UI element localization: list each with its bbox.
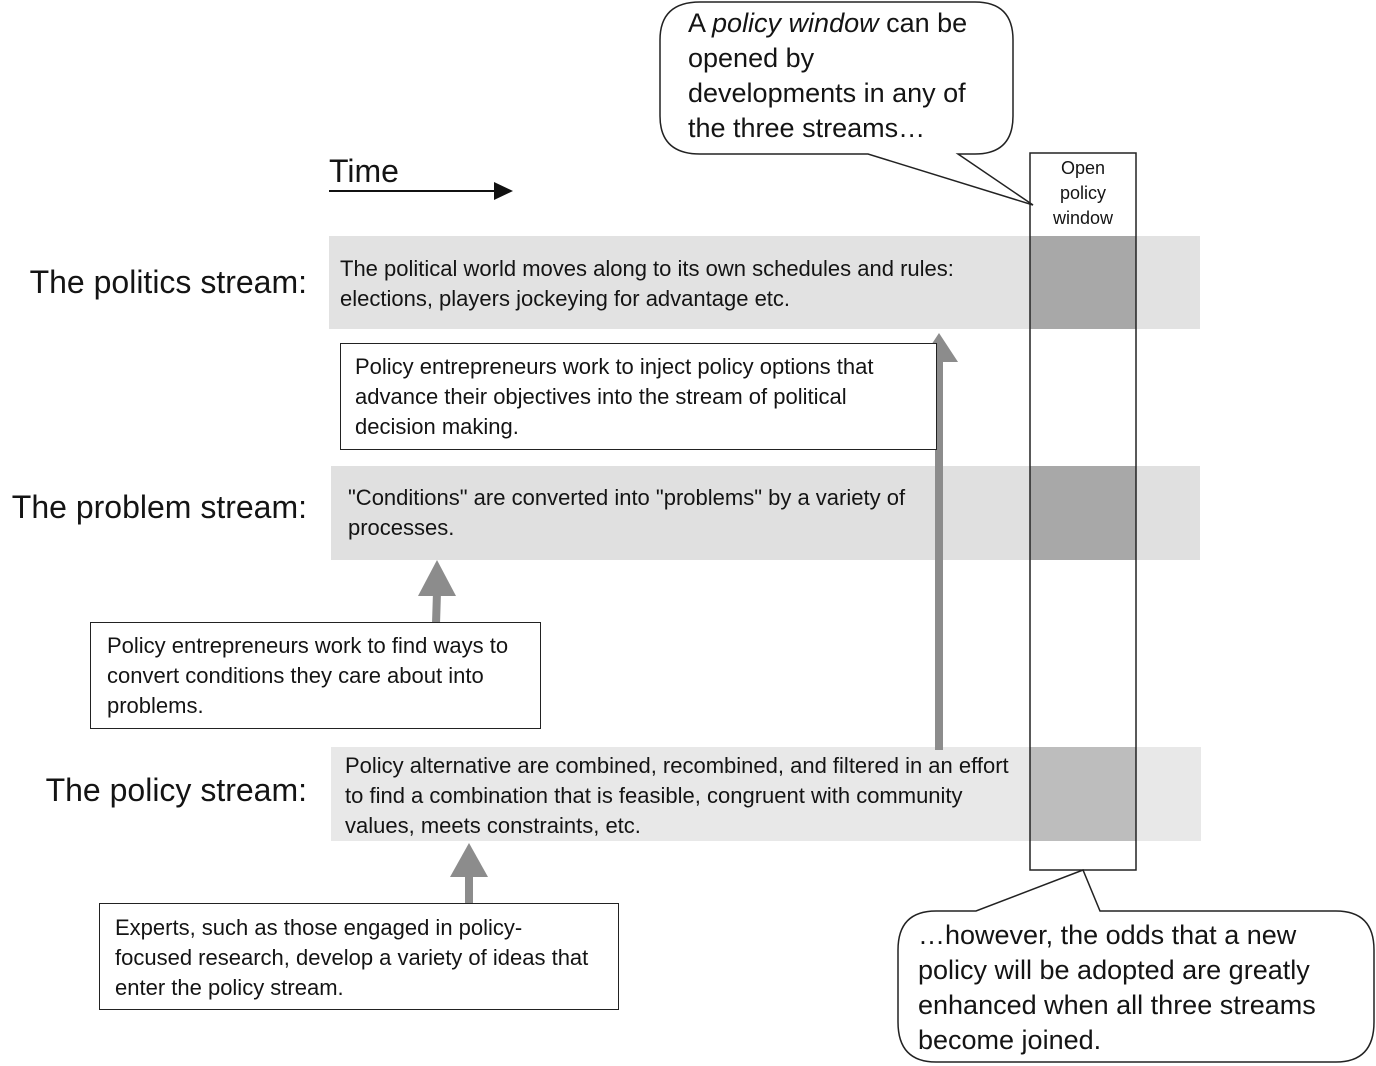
bottom-callout-text: …however, the odds that a new policy wil…: [918, 920, 1316, 1055]
problem-stream-label: The problem stream:: [11, 489, 307, 525]
top-callout-prefix: A: [688, 8, 713, 38]
top-callout-suffix: can be opened by developments in any of …: [688, 8, 968, 143]
window-label-line-3: window: [1052, 208, 1114, 228]
open-policy-window: [1029, 152, 1137, 871]
experts-text: Experts, such as those engaged in policy…: [115, 915, 589, 1000]
window-segment-policy: [1030, 747, 1136, 841]
open-policy-window-label: Open policy window: [1031, 156, 1135, 231]
window-segment-problem: [1030, 466, 1136, 560]
window-label-line-1: Open: [1060, 158, 1106, 178]
top-callout-italic: policy window: [712, 8, 879, 38]
policy-stream-text: Policy alternative are combined, recombi…: [345, 753, 1009, 838]
entrepreneurs-problems-box: Policy entrepreneurs work to find ways t…: [90, 622, 541, 729]
politics-stream-text: The political world moves along to its o…: [340, 256, 954, 311]
top-callout-bubble: [659, 1, 1034, 206]
top-callout-text: A policy window can be opened by develop…: [688, 6, 988, 146]
window-segment-politics: [1030, 236, 1136, 329]
politics-stream-label: The politics stream:: [29, 264, 307, 300]
problem-stream-text: "Conditions" are converted into "problem…: [348, 485, 906, 540]
entrepreneurs-politics-text: Policy entrepreneurs work to inject poli…: [355, 354, 874, 439]
policy-stream-label: The policy stream:: [45, 772, 307, 808]
bottom-callout-bubble: [897, 869, 1375, 1063]
window-label-line-2: policy: [1059, 183, 1107, 203]
experts-box: Experts, such as those engaged in policy…: [99, 903, 619, 1010]
time-arrow: [329, 182, 513, 200]
entrepreneurs-politics-box: Policy entrepreneurs work to inject poli…: [340, 343, 937, 450]
arrow-entrepreneurs-to-problem: [418, 560, 456, 625]
entrepreneurs-problems-text: Policy entrepreneurs work to find ways t…: [107, 633, 509, 718]
arrow-experts-to-policy: [450, 843, 488, 905]
time-label: Time: [329, 153, 399, 189]
